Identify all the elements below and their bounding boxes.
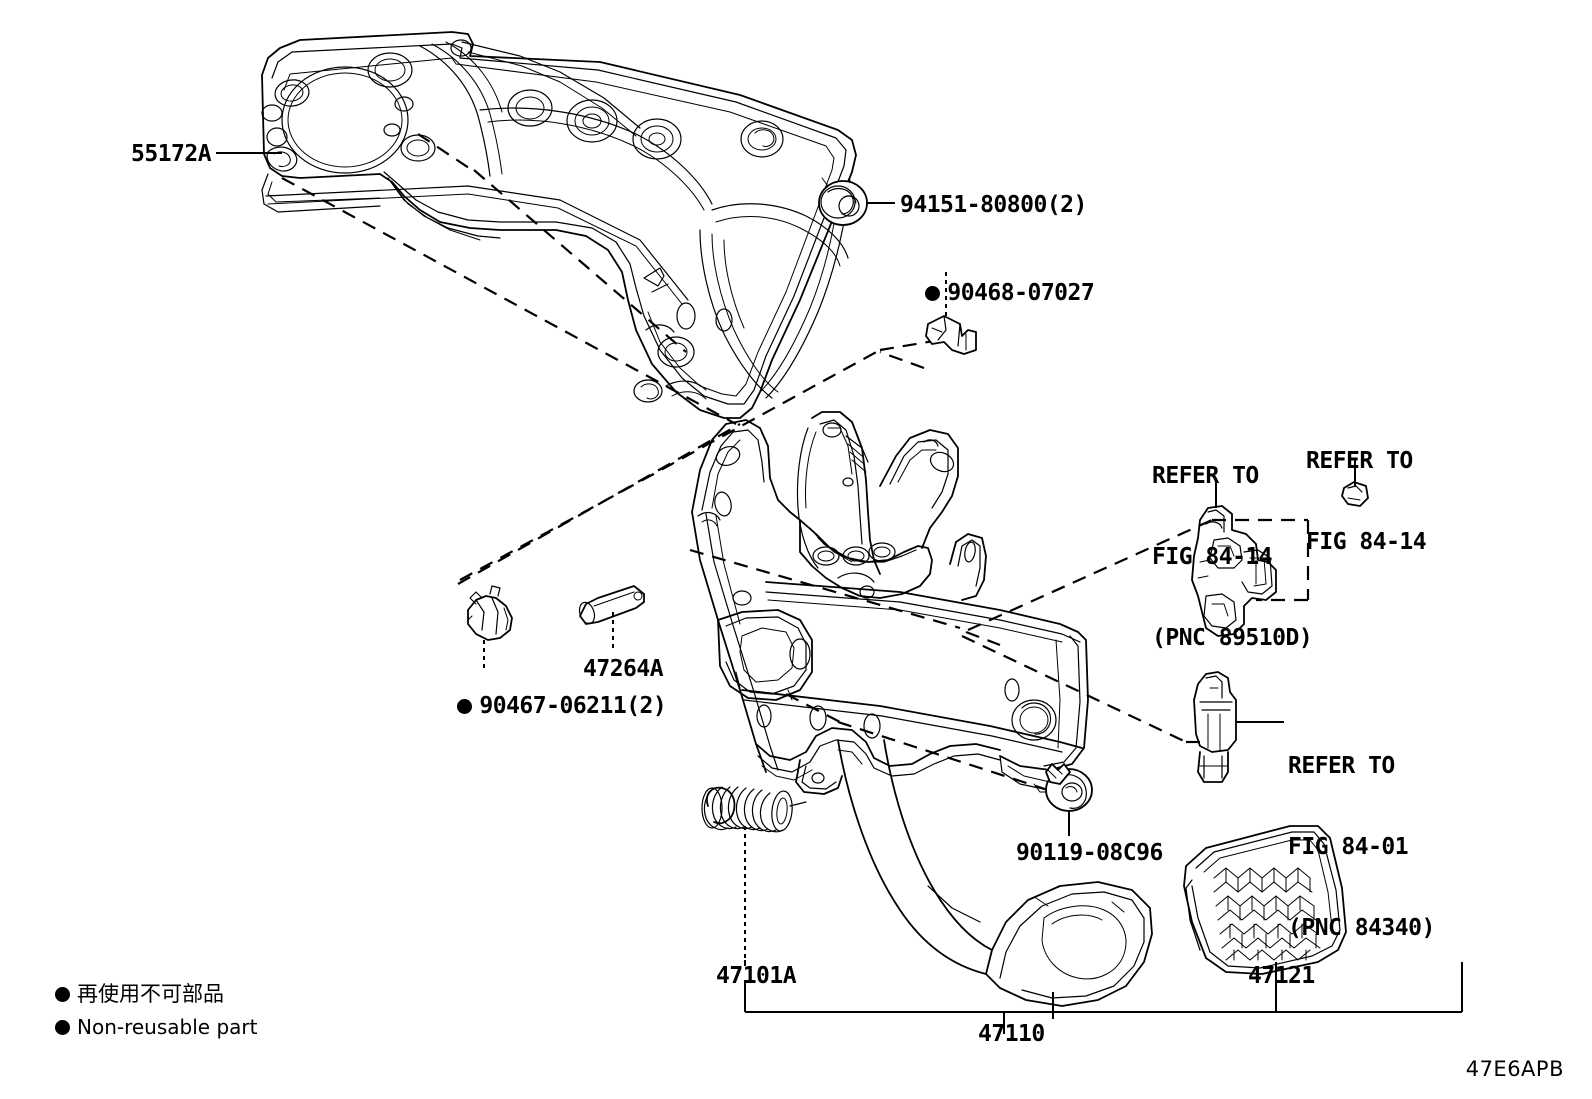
part-47101a-return-spring xyxy=(701,786,807,833)
diagram-code: 47E6APB xyxy=(1465,1057,1564,1081)
part-47121-pedal-pad xyxy=(1183,825,1347,975)
part-47110-support-bracket xyxy=(691,411,1089,795)
legend-english-text: Non-reusable part xyxy=(77,1015,258,1039)
part-89510d-switch xyxy=(1191,505,1277,637)
nonreusable-bullet-icon xyxy=(457,699,473,714)
legend-row-japanese: 再使用不可部品 xyxy=(55,978,257,1011)
callout-bushing-90467-text: 90467-06211(2) xyxy=(479,693,667,719)
nonreusable-bullet-icon xyxy=(55,1020,70,1035)
pedal-arm xyxy=(837,739,1153,1007)
legend-row-english: Non-reusable part xyxy=(55,1011,257,1044)
legend-japanese-text: 再使用不可部品 xyxy=(77,982,224,1006)
reference-8414-line1: REFER TO xyxy=(1306,448,1413,474)
reference-8414-line2: FIG 84-14 xyxy=(1306,529,1427,555)
part-55172a-panel xyxy=(261,31,857,419)
callout-grommet-94151: 94151-80800(2) xyxy=(900,192,1087,218)
reference-84340-line3: (PNC 84340) xyxy=(1288,915,1435,941)
callout-assembly-47110: 47110 xyxy=(978,1021,1045,1047)
callout-spring-47101a: 47101A xyxy=(716,963,797,989)
part-90467-bushing xyxy=(467,585,513,641)
leader-lines xyxy=(216,152,1356,1012)
assembly-bracket-47110 xyxy=(744,962,1463,1034)
assembly-dashed-lines xyxy=(281,133,1310,792)
legend-nonreusable: 再使用不可部品 Non-reusable part xyxy=(55,978,257,1044)
part-84340-switch xyxy=(1193,671,1237,783)
reference-89510d-line1: REFER TO xyxy=(1152,463,1259,489)
reference-84340-line2: FIG 84-01 xyxy=(1288,834,1409,860)
reference-89510d-line2: FIG 84-14 xyxy=(1152,544,1273,570)
reference-fig-84-14: REFER TO FIG 84-14 xyxy=(1306,394,1427,610)
callout-clip-90468-text: 90468-07027 xyxy=(947,280,1095,306)
part-94151-grommet xyxy=(818,177,868,226)
callout-clip-90468: 90468-07027 xyxy=(872,254,1095,332)
part-90468-clip xyxy=(925,315,977,355)
reference-84340: REFER TO FIG 84-01 (PNC 84340) xyxy=(1288,699,1435,996)
callout-bushing-90467: 90467-06211(2) xyxy=(404,667,667,745)
callout-pin-47264a: 47264A xyxy=(583,656,664,682)
reference-84340-line1: REFER TO xyxy=(1288,753,1395,779)
part-47264a-clevis-pin xyxy=(578,585,645,625)
callout-panel-55172a: 55172A xyxy=(131,141,212,167)
reference-89510d-line3: (PNC 89510D) xyxy=(1152,625,1313,651)
nonreusable-bullet-icon xyxy=(925,286,941,301)
nonreusable-bullet-icon xyxy=(55,987,70,1002)
reference-89510d: REFER TO FIG 84-14 (PNC 89510D) xyxy=(1152,409,1313,706)
callout-bolt-90119: 90119-08C96 xyxy=(1016,840,1163,866)
part-90119-bolt xyxy=(1045,763,1093,812)
callout-pad-47121: 47121 xyxy=(1248,963,1315,989)
